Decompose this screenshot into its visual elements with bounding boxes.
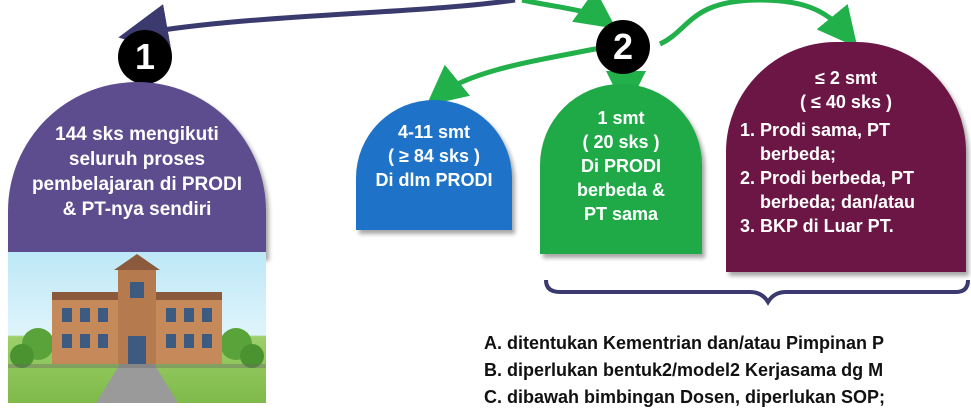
option-3-arch: 1 smt ( 20 sks ) Di PRODI berbeda & PT s… xyxy=(540,84,702,254)
note-item: A. ditentukan Kementrian dan/atau Pimpin… xyxy=(484,333,885,353)
option-4-item: BKP di Luar PT. xyxy=(760,214,966,238)
option-4-heading: ≤ 2 smt ( ≤ 40 sks ) xyxy=(800,68,892,112)
note-item: B. diperlukan bentuk2/model2 Kerjasama d… xyxy=(484,360,884,380)
arrow-to-arch-4 xyxy=(658,0,858,48)
note-item: C. dibawah bimbingan Dosen, diperlukan S… xyxy=(484,387,886,407)
campus-illustration xyxy=(8,252,266,403)
bracket xyxy=(544,279,970,306)
option-3-text: 1 smt ( 20 sks ) Di PRODI berbeda & PT s… xyxy=(576,108,666,224)
arrow-to-option-2 xyxy=(521,0,617,29)
option-4-item: Prodi berbeda, PT berbeda; dan/atau xyxy=(760,166,966,214)
arrow-to-option-1 xyxy=(118,0,516,54)
option-1-text: 144 sks mengikuti seluruh proses pembela… xyxy=(31,124,243,220)
campus-building-icon xyxy=(8,254,266,403)
step-number-2: 2 xyxy=(596,20,650,74)
step-number-1: 1 xyxy=(118,30,172,84)
option-4-arch: ≤ 2 smt ( ≤ 40 sks ) Prodi sama, PT berb… xyxy=(726,42,966,272)
option-2-text: 4-11 smt ( ≥ 84 sks ) Di dlm PRODI xyxy=(375,122,493,190)
option-2-arch: 4-11 smt ( ≥ 84 sks ) Di dlm PRODI xyxy=(356,100,512,230)
option-4-item: Prodi sama, PT berbeda; xyxy=(760,118,966,166)
arrow-to-arch-2 xyxy=(426,45,601,106)
option-4-list: Prodi sama, PT berbeda; Prodi berbeda, P… xyxy=(726,118,966,238)
notes-list: A. ditentukan Kementrian dan/atau Pimpin… xyxy=(484,330,885,411)
